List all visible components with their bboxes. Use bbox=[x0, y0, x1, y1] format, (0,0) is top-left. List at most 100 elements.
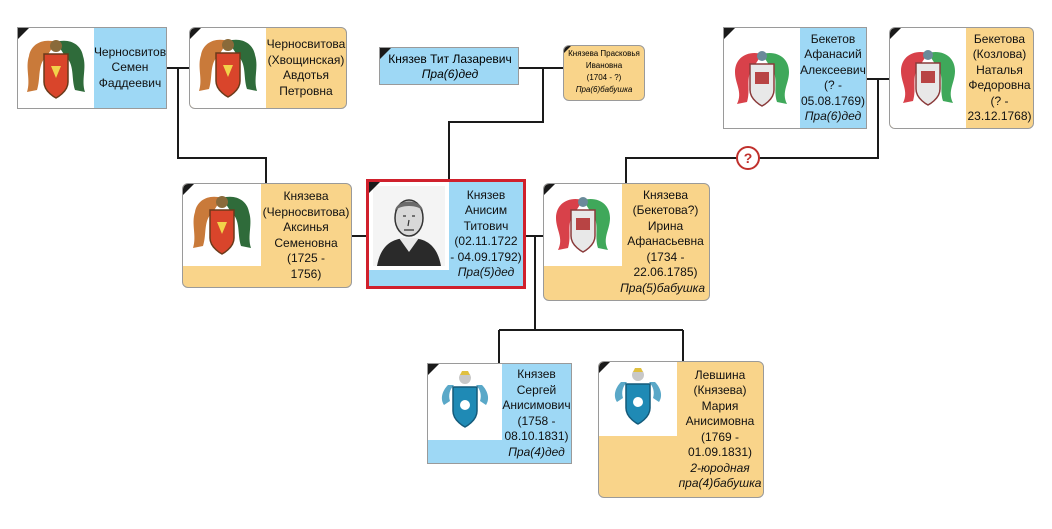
person-line: Бекетова bbox=[973, 31, 1026, 46]
person-relation: пра(4)бабушка bbox=[678, 476, 762, 490]
person-line: (Бекетова?) bbox=[632, 203, 699, 218]
person-info: Князев Сергей Анисимович (1758 - 08.10.1… bbox=[502, 364, 571, 463]
person-line: Фаддеевич bbox=[98, 75, 162, 90]
person-line: (1769 - bbox=[700, 429, 740, 444]
person-card-praskovya[interactable]: Князева Прасковья Ивановна (1704 - ?) Пр… bbox=[563, 45, 645, 101]
person-line: Наталья bbox=[976, 62, 1023, 77]
coat-of-arms-icon bbox=[432, 367, 498, 437]
deceased-marker-icon bbox=[380, 48, 391, 59]
coat-of-arms-icon bbox=[189, 190, 255, 260]
person-relation: Пра(5)дед bbox=[457, 265, 515, 279]
deceased-marker-icon bbox=[564, 46, 571, 53]
deceased-marker-icon bbox=[18, 28, 29, 39]
deceased-marker-icon bbox=[190, 28, 201, 39]
person-relation: Пра(4)дед bbox=[508, 444, 565, 459]
person-card-maria[interactable]: Левшина (Князева) Мария Анисимовна (1769… bbox=[598, 361, 764, 498]
person-line: (Хвощинская) bbox=[267, 52, 345, 67]
person-card-afanasy[interactable]: Бекетов Афанасий Алексеевич (? - 05.08.1… bbox=[723, 27, 867, 129]
person-line: Князев bbox=[517, 367, 556, 381]
person-relation: 2-юродная bbox=[690, 460, 750, 475]
connector-to-aksinya bbox=[177, 68, 267, 184]
photo-frame bbox=[18, 28, 94, 108]
person-relation: Пра(6)дед bbox=[421, 67, 479, 81]
person-relation: Пра(5)бабушка bbox=[620, 280, 705, 295]
person-line: Семеновна bbox=[274, 235, 338, 250]
person-relation: Пра(6)дед bbox=[804, 109, 862, 123]
person-line: Титович bbox=[463, 218, 509, 233]
person-info: Бекетова (Козлова) Наталья Федоровна (? … bbox=[966, 28, 1033, 128]
photo-frame bbox=[428, 364, 502, 440]
person-line: Ирина bbox=[647, 218, 684, 233]
person-line: - 04.09.1792) bbox=[450, 249, 522, 264]
photo-frame bbox=[599, 362, 677, 436]
person-line: 23.12.1768) bbox=[967, 109, 1032, 123]
coat-of-arms-icon bbox=[550, 190, 616, 260]
person-info: Князева Прасковья Ивановна (1704 - ?) Пр… bbox=[564, 48, 644, 96]
uncertain-link-icon[interactable]: ? bbox=[736, 146, 760, 170]
person-line: Авдотья bbox=[283, 68, 329, 82]
person-line: (1725 - bbox=[286, 251, 326, 265]
photo-frame bbox=[369, 182, 449, 270]
person-line: (? - bbox=[990, 93, 1009, 108]
coat-of-arms-icon bbox=[195, 33, 261, 103]
person-line: Черносвитова bbox=[266, 37, 346, 51]
person-line: Бекетов bbox=[810, 31, 856, 46]
person-name: Князев Тит Лазаревич bbox=[388, 52, 512, 66]
person-line: Семен bbox=[111, 60, 149, 75]
deceased-marker-icon bbox=[544, 184, 555, 195]
person-card-irina[interactable]: Князева (Бекетова?) Ирина Афанасьевна (1… bbox=[543, 183, 710, 301]
coat-of-arms-icon bbox=[23, 34, 89, 104]
portrait-icon bbox=[373, 186, 445, 266]
person-line: Князев bbox=[466, 187, 506, 202]
person-card-semen[interactable]: Черносвитов Семен Фаддеевич bbox=[17, 27, 167, 109]
person-line: Афанасий bbox=[804, 47, 862, 61]
person-card-aksinya[interactable]: Князева (Черносвитова) Аксинья Семеновна… bbox=[182, 183, 352, 288]
person-line: Сергей bbox=[516, 382, 557, 397]
person-line: 22.06.1785) bbox=[633, 265, 698, 280]
person-info: Левшина (Князева) Мария Анисимовна (1769… bbox=[677, 362, 763, 497]
person-line: 01.09.1831) bbox=[687, 445, 753, 459]
person-card-natalya[interactable]: Бекетова (Козлова) Наталья Федоровна (? … bbox=[889, 27, 1034, 129]
person-relation: Пра(6)бабушка bbox=[575, 85, 633, 94]
person-line: Мария bbox=[701, 398, 739, 413]
person-info: Князева (Бекетова?) Ирина Афанасьевна (1… bbox=[620, 184, 709, 300]
person-line: 08.10.1831) bbox=[504, 429, 569, 443]
person-info: Князев Тит Лазаревич Пра(6)дед bbox=[386, 52, 514, 82]
person-line: (Козлова) bbox=[972, 47, 1027, 61]
person-line: (1704 - ?) bbox=[586, 73, 622, 82]
person-line: 1756) bbox=[290, 266, 322, 281]
person-line: Князева bbox=[283, 189, 329, 203]
coat-of-arms-icon bbox=[895, 43, 961, 113]
person-info: Черносвитов Семен Фаддеевич bbox=[94, 28, 166, 108]
person-line: (Черносвитова) bbox=[262, 204, 350, 219]
photo-frame bbox=[890, 28, 966, 128]
photo-frame bbox=[190, 28, 266, 108]
person-line: Черносвитов bbox=[93, 44, 167, 59]
person-line: Анисим bbox=[464, 203, 508, 217]
deceased-marker-icon bbox=[369, 182, 380, 193]
deceased-marker-icon bbox=[724, 28, 735, 39]
photo-frame bbox=[183, 184, 261, 266]
person-line: (1758 - bbox=[517, 413, 556, 428]
person-card-sergey[interactable]: Князев Сергей Анисимович (1758 - 08.10.1… bbox=[427, 363, 572, 464]
person-info: Бекетов Афанасий Алексеевич (? - 05.08.1… bbox=[800, 28, 866, 128]
person-line: Федоровна bbox=[968, 78, 1031, 92]
person-line: Князева Прасковья bbox=[568, 49, 640, 58]
person-line: Анисимовна bbox=[685, 414, 755, 428]
person-line: 05.08.1769) bbox=[800, 93, 866, 108]
photo-frame bbox=[724, 28, 800, 128]
person-card-avdotya[interactable]: Черносвитова (Хвощинская) Авдотья Петров… bbox=[189, 27, 347, 109]
person-line: Анисимович bbox=[502, 398, 571, 412]
person-line: Князева bbox=[642, 187, 689, 202]
deceased-marker-icon bbox=[599, 362, 610, 373]
person-card-anisim[interactable]: Князев Анисим Титович (02.11.1722 - 04.0… bbox=[366, 179, 526, 289]
person-info: Князев Анисим Титович (02.11.1722 - 04.0… bbox=[449, 182, 523, 286]
person-line: Левшина bbox=[694, 367, 746, 382]
coat-of-arms-icon bbox=[729, 44, 795, 114]
person-line: Алексеевич bbox=[800, 62, 866, 77]
deceased-marker-icon bbox=[428, 364, 439, 375]
person-info: Князева (Черносвитова) Аксинья Семеновна… bbox=[261, 184, 351, 287]
person-card-tit[interactable]: Князев Тит Лазаревич Пра(6)дед bbox=[379, 47, 519, 85]
person-line: (Князева) bbox=[693, 383, 747, 397]
photo-frame bbox=[544, 184, 622, 266]
